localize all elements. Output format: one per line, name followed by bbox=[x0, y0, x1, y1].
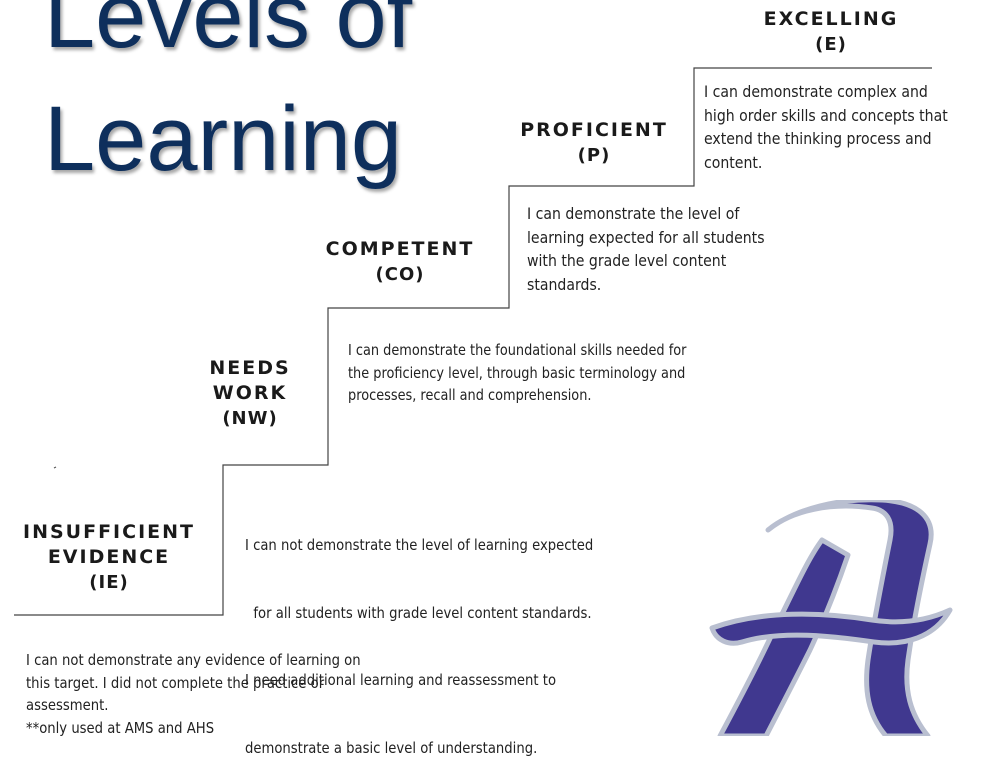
level-label-proficient: Proficient (P) bbox=[500, 118, 688, 168]
description-line: processes, recall and comprehension. bbox=[348, 386, 592, 404]
description-line: I can demonstrate the foundational skill… bbox=[348, 341, 687, 359]
level-name: Proficient bbox=[520, 119, 668, 141]
staircase-path bbox=[14, 67, 932, 616]
description-line: I need additional learning and reassessm… bbox=[245, 671, 557, 689]
description-line: demonstrate a basic level of understandi… bbox=[245, 738, 538, 757]
level-abbr: (IE) bbox=[89, 572, 129, 593]
stray-mark bbox=[53, 466, 57, 469]
level-label-competent: Competent (CO) bbox=[300, 237, 500, 287]
description-line: I can demonstrate the level of bbox=[527, 204, 740, 223]
description-line: assessment. bbox=[26, 696, 109, 714]
description-line: extend the thinking process and bbox=[704, 129, 932, 148]
level-abbr: (NW) bbox=[222, 408, 278, 429]
description-line: learning expected for all students bbox=[527, 227, 765, 247]
script-letter-a-logo bbox=[709, 500, 953, 736]
description-line: with the grade level content bbox=[527, 251, 727, 270]
level-name: Evidence bbox=[47, 546, 171, 568]
level-name: Work bbox=[212, 382, 288, 404]
description-line: I can not demonstrate any evidence of le… bbox=[26, 651, 361, 669]
description-insufficient-evidence: I can not demonstrate any evidence of le… bbox=[26, 649, 361, 739]
title-line-2: Learning bbox=[44, 88, 403, 190]
level-name: Excelling bbox=[763, 8, 899, 30]
description-line: I can not demonstrate the level of learn… bbox=[245, 536, 594, 554]
level-name: Insufficient bbox=[23, 521, 195, 543]
description-needs-work: I can not demonstrate the level of learn… bbox=[245, 489, 593, 782]
description-proficient: I can demonstrate the level of learning … bbox=[527, 202, 765, 296]
description-line: I can demonstrate complex and bbox=[704, 82, 928, 101]
level-label-excelling: Excelling (E) bbox=[736, 7, 926, 57]
description-line: for all students with grade level conten… bbox=[245, 603, 592, 622]
description-excelling: I can demonstrate complex and high order… bbox=[704, 80, 948, 174]
staircase-lines bbox=[14, 67, 932, 616]
level-label-insufficient-evidence: Insufficient Evidence (IE) bbox=[6, 520, 212, 595]
description-line: this target. I did not complete the prac… bbox=[26, 673, 325, 692]
description-line: high order skills and concepts that bbox=[704, 105, 948, 125]
description-line: **only used at AMS and AHS bbox=[26, 718, 215, 737]
level-abbr: (CO) bbox=[375, 264, 425, 285]
title-line-1: Levels of bbox=[44, 0, 413, 67]
description-line: the proficiency level, through basic ter… bbox=[348, 363, 686, 382]
description-line: standards. bbox=[527, 274, 602, 294]
level-label-needs-work: Needs Work (NW) bbox=[192, 356, 308, 431]
level-abbr: (P) bbox=[577, 145, 611, 166]
description-line: content. bbox=[704, 152, 763, 172]
level-abbr: (E) bbox=[815, 34, 847, 55]
description-competent: I can demonstrate the foundational skill… bbox=[348, 339, 686, 407]
level-name: Competent bbox=[325, 238, 475, 260]
level-name: Needs bbox=[209, 357, 291, 379]
